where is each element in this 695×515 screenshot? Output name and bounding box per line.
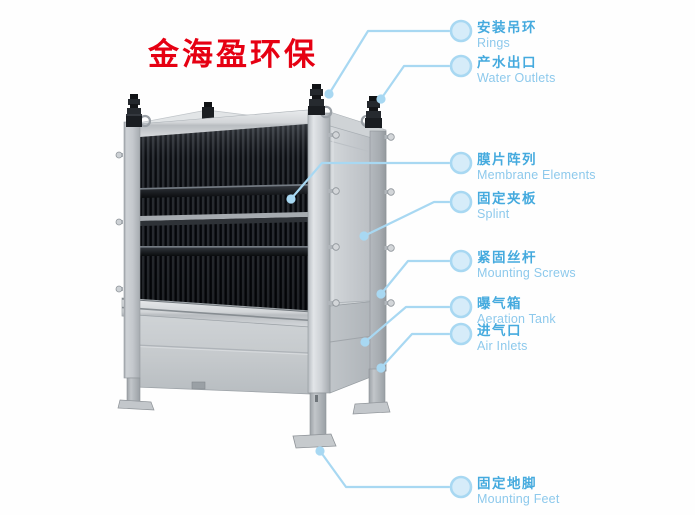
leader-rings [327, 29, 451, 96]
label-splint-en: Splint [477, 206, 510, 221]
label-air-inlets: 进气口 Air Inlets [477, 323, 528, 353]
label-mounting-screws-en: Mounting Screws [477, 265, 576, 280]
leader-membrane-elements [289, 161, 451, 201]
label-membrane-elements-zh: 膜片阵列 [477, 152, 537, 167]
water-outlet-fitting-front-right [308, 84, 325, 115]
leader-aeration-tank [363, 305, 451, 344]
label-aeration-tank-en: Aeration Tank [477, 311, 556, 326]
mounting-screws-front [328, 131, 340, 307]
middle-rail-light [140, 212, 308, 221]
label-rings-zh: 安装吊环 [477, 20, 537, 35]
post-back-right [352, 130, 395, 415]
membrane-stack [140, 124, 308, 318]
aeration-tank-front [135, 314, 311, 395]
mounting-foot-front-left [117, 399, 155, 411]
mounting-screws-back [384, 133, 395, 307]
label-rings: 安装吊环 Rings [477, 20, 537, 50]
base-rail [121, 297, 313, 330]
mounting-foot-front-right [292, 433, 337, 449]
leader-splint [362, 200, 451, 238]
water-outlet-fitting-front-left [126, 94, 142, 127]
leader-mounting-screws [379, 259, 451, 296]
label-air-inlets-en: Air Inlets [477, 338, 528, 353]
label-water-outlets-en: Water Outlets [477, 70, 556, 85]
water-outlet-fitting-back-left [202, 102, 214, 119]
label-aeration-tank: 曝气箱 Aeration Tank [477, 296, 556, 326]
divider-bar-2 [140, 246, 308, 256]
label-splint: 固定夹板 Splint [477, 191, 537, 221]
water-outlet-fitting-back-right [365, 96, 382, 128]
company-watermark: 金海盈环保 [148, 37, 318, 72]
label-splint-zh: 固定夹板 [477, 191, 537, 206]
label-mounting-feet: 固定地脚 Mounting Feet [477, 476, 560, 506]
callout-lines [289, 29, 451, 489]
leader-air-inlets [379, 332, 451, 370]
label-mounting-feet-zh: 固定地脚 [477, 476, 537, 491]
label-membrane-elements-en: Membrane Elements [477, 167, 596, 182]
mounting-foot-back-right [352, 401, 391, 415]
label-mounting-screws-zh: 紧固丝杆 [477, 250, 537, 265]
label-mounting-feet-en: Mounting Feet [477, 491, 560, 506]
label-membrane-elements: 膜片阵列 Membrane Elements [477, 152, 596, 182]
callout-circles [449, 19, 473, 499]
mounting-screws-left [115, 151, 123, 293]
label-rings-en: Rings [477, 35, 510, 50]
label-mounting-screws: 紧固丝杆 Mounting Screws [477, 250, 576, 280]
label-air-inlets-zh: 进气口 [477, 323, 522, 338]
leader-mounting-feet [318, 449, 451, 489]
leg-front-left [126, 377, 141, 405]
callout-dots [286, 89, 386, 456]
label-aeration-tank-zh: 曝气箱 [477, 296, 522, 311]
label-water-outlets-zh: 产水出口 [477, 55, 537, 70]
leg-back-right [368, 368, 386, 408]
leader-water-outlets [379, 64, 451, 101]
label-water-outlets: 产水出口 Water Outlets [477, 55, 556, 85]
